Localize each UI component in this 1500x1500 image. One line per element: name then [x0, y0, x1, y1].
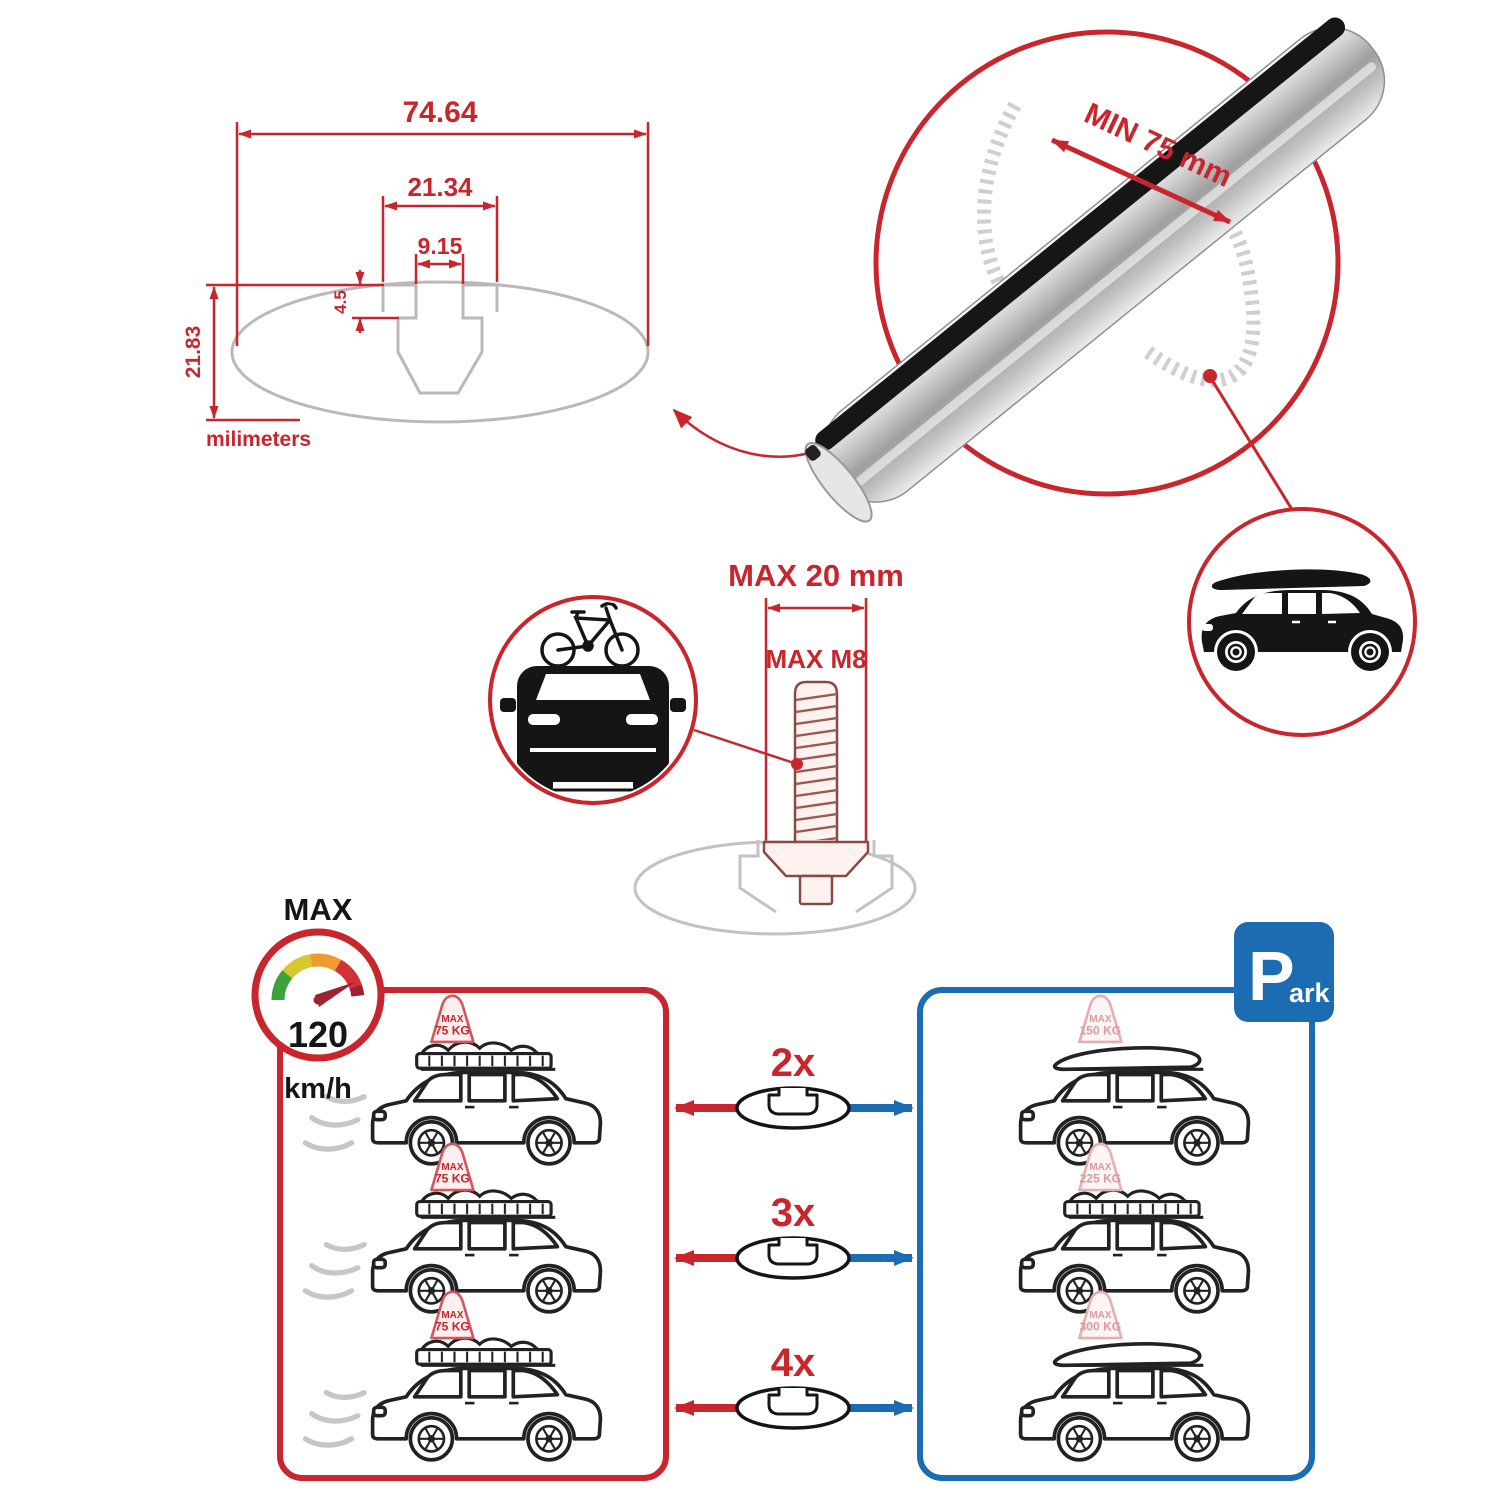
profile-channel — [381, 283, 499, 395]
crossbar-profile-icon — [735, 1386, 851, 1430]
load-prefix: MAX — [1089, 1162, 1112, 1173]
crossbar-count-row-1: 2x — [674, 1041, 914, 1130]
bolt-thread-label: MAX M8 — [765, 644, 866, 674]
crossbar-count-row-2: 3x — [674, 1191, 914, 1280]
detail-circle — [873, 29, 1341, 497]
dim-total-width: 74.64 — [402, 96, 477, 129]
load-prefix: MAX — [441, 1014, 464, 1025]
left-car-row-3: MAX 75 KG — [302, 1290, 600, 1460]
load-prefix: MAX — [441, 1310, 464, 1321]
crossbar-count-row-3: 4x — [674, 1341, 914, 1430]
right-car-row-3: MAX 300 KG — [1021, 1290, 1249, 1460]
load-value: 300 KG — [1080, 1320, 1122, 1334]
dim-total-height: 21.83 — [182, 326, 205, 379]
count-label: 2x — [771, 1041, 816, 1085]
parking-panel — [917, 987, 1315, 1481]
driving-panel — [277, 987, 669, 1481]
bolt-leader-line — [693, 728, 798, 766]
dim-slot-width: 9.15 — [418, 233, 463, 259]
load-tag: MAX 75 KG — [430, 994, 475, 1044]
crossbar-profile-icon — [735, 1086, 851, 1130]
parking-letter: P — [1248, 937, 1295, 1015]
load-tag: MAX 75 KG — [430, 1290, 475, 1340]
load-tag: MAX 300 KG — [1078, 1290, 1123, 1340]
right-car-row-1: MAX 150 KG — [1021, 994, 1249, 1164]
units-label: milimeters — [206, 428, 311, 451]
parking-suffix: ark — [1289, 978, 1331, 1008]
suv-roofbox-circle — [1187, 507, 1417, 737]
bolt-spec: MAX 20 mm MAX M8 — [633, 558, 917, 936]
load-value: 150 KG — [1080, 1024, 1122, 1038]
suv-illustration — [1201, 569, 1404, 673]
load-prefix: MAX — [441, 1162, 464, 1173]
dim-channel-width: 21.34 — [407, 172, 473, 202]
speed-max-label: MAX — [284, 892, 353, 927]
speedometer-needle — [315, 982, 355, 1007]
speed-value: 120 — [288, 1014, 348, 1055]
crossbar-detail-circle: MIN 75 mm — [804, 17, 1386, 523]
min-span-arrow — [1050, 137, 1232, 225]
crossbar-profile-icon — [735, 1236, 851, 1280]
load-value: 75 KG — [435, 1172, 470, 1186]
bolt-max-width-label: MAX 20 mm — [728, 558, 904, 593]
bolt-illustration — [762, 680, 870, 906]
strap-dot — [1203, 369, 1217, 383]
parking-sign: P ark — [1234, 922, 1334, 1022]
count-label: 3x — [771, 1191, 816, 1235]
bike-car-circle — [488, 595, 698, 805]
load-tag: MAX 150 KG — [1078, 994, 1123, 1044]
strap-sketch-right — [1143, 224, 1261, 388]
roof-basket — [415, 1040, 553, 1070]
load-value: 75 KG — [435, 1024, 470, 1038]
load-value: 75 KG — [435, 1320, 470, 1334]
load-tag: MAX 75 KG — [430, 1142, 475, 1192]
speed-unit: km/h — [284, 1073, 352, 1105]
dim-lip-depth: 4.5 — [331, 290, 350, 314]
left-car-row-1: MAX 75 KG — [302, 994, 601, 1164]
bike-icon — [540, 601, 640, 668]
load-prefix: MAX — [1089, 1014, 1112, 1025]
count-label: 4x — [771, 1341, 816, 1385]
profile-ellipse — [230, 280, 650, 424]
connector-line — [1210, 379, 1298, 517]
cross-section-diagram: 74.64 21.34 9.15 4.5 21.83 milimeters — [182, 96, 650, 451]
load-tag: MAX 225 KG — [1078, 1142, 1123, 1192]
right-car-row-2: MAX 225 KG — [1021, 1142, 1249, 1312]
left-car-row-2: MAX 75 KG — [302, 1142, 600, 1312]
load-prefix: MAX — [1089, 1310, 1112, 1321]
crossbar-render — [804, 17, 1386, 523]
roof-box — [1052, 1045, 1202, 1072]
speed-limit-badge: MAX 120 km/h — [251, 892, 385, 1105]
car-illustration — [373, 1064, 601, 1164]
load-value: 225 KG — [1080, 1172, 1122, 1186]
